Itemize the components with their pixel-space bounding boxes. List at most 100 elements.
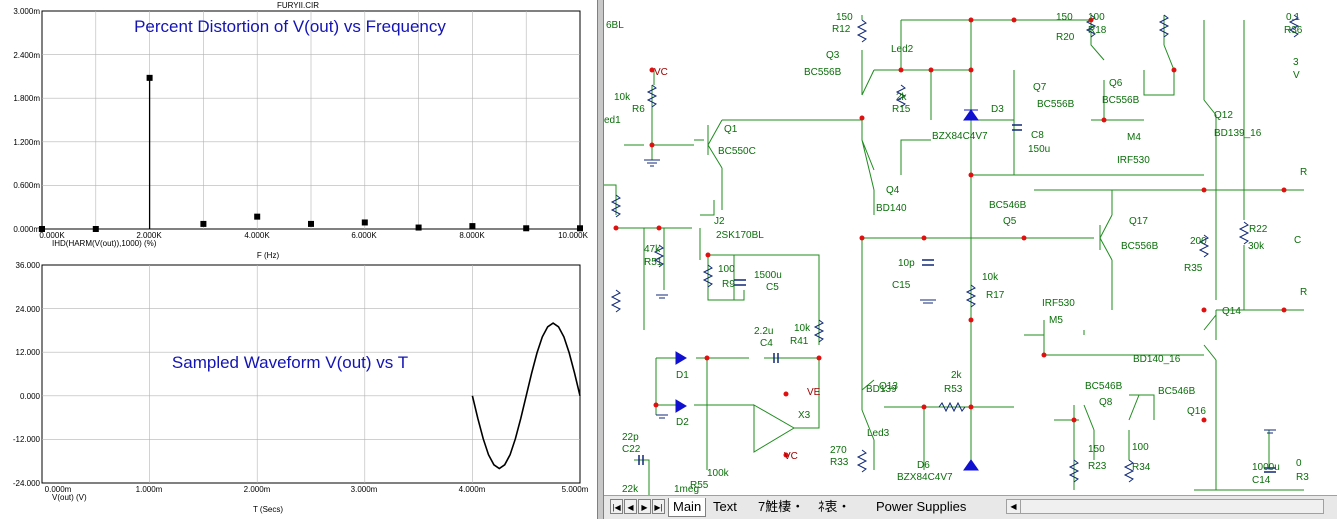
schematic-labels: 6BLVC10kR6ed1Q1BC550C150R12Q3BC556BLed22… bbox=[604, 12, 1309, 495]
tab-text[interactable]: Text bbox=[713, 499, 737, 514]
schematic-label: C22 bbox=[622, 444, 641, 455]
prev-tab-button[interactable]: ◀ bbox=[624, 499, 637, 514]
schematic-label: R35 bbox=[1184, 263, 1203, 274]
window-splitter[interactable] bbox=[597, 0, 604, 519]
top-y-tick-label: 3.000m bbox=[13, 7, 40, 16]
schematic-label: BC550C bbox=[718, 146, 756, 157]
schematic-label: C14 bbox=[1252, 475, 1271, 486]
schematic-label: VE bbox=[807, 387, 821, 398]
schematic-label: 3 bbox=[1293, 57, 1299, 68]
top-plot-data-marks bbox=[39, 74, 583, 232]
schematic-label: R9 bbox=[722, 279, 735, 290]
bottom-x-tick-label: 3.000m bbox=[351, 485, 378, 494]
harmonic-point bbox=[39, 226, 45, 232]
schematic-label: 30k bbox=[1248, 241, 1265, 252]
analysis-plot-window: FURYII.CIR Percent Distortion of V(out) … bbox=[0, 0, 597, 519]
schematic-label: VC bbox=[654, 67, 668, 78]
harmonic-point bbox=[200, 220, 207, 227]
horizontal-scrollbar[interactable]: ◀ bbox=[1006, 499, 1324, 514]
schematic-label: Q8 bbox=[1099, 397, 1113, 408]
bottom-plot-data-marks bbox=[471, 322, 581, 470]
bottom-plot-frame[interactable] bbox=[41, 264, 581, 484]
schematic-label: Q17 bbox=[1129, 216, 1148, 227]
top-plot-y-tick-labels: 3.000m 2.400m 1.800m 1.200m 0.600m 0.000… bbox=[13, 7, 40, 234]
schematic-label: BC556B bbox=[1037, 99, 1075, 110]
schematic-label: Led2 bbox=[891, 44, 914, 55]
schematic-label: C bbox=[1294, 235, 1301, 246]
schematic-label: BC546B bbox=[989, 200, 1027, 211]
schematic-label: R33 bbox=[830, 457, 849, 468]
schematic-label: BD140 bbox=[876, 203, 907, 214]
schematic-label: Q12 bbox=[1214, 110, 1233, 121]
tab-main[interactable]: Main bbox=[668, 498, 707, 517]
bottom-plot-title: Sampled Waveform V(out) vs T bbox=[172, 353, 408, 372]
schematic-canvas[interactable]: 6BLVC10kR6ed1Q1BC550C150R12Q3BC556BLed22… bbox=[604, 0, 1337, 495]
schematic-label: Q4 bbox=[886, 185, 900, 196]
schematic-label: C8 bbox=[1031, 130, 1044, 141]
last-tab-button[interactable]: ▶| bbox=[652, 499, 665, 514]
schematic-label: Q6 bbox=[1109, 78, 1123, 89]
schematic-label: BC556B bbox=[804, 67, 842, 78]
schematic-label: 100 bbox=[1088, 12, 1105, 23]
schematic-label: Q14 bbox=[1222, 306, 1241, 317]
bottom-trace-label[interactable]: V(out) (V) bbox=[52, 493, 87, 502]
schematic-label: R12 bbox=[832, 24, 851, 35]
schematic-label: Q13 bbox=[879, 381, 898, 392]
bottom-plot-y-tick-labels: 36.000 24.000 12.000 0.000 -12.000 -24.0… bbox=[13, 261, 41, 488]
schematic-label: 2.2u bbox=[754, 326, 773, 337]
bottom-y-tick-label: 0.000 bbox=[20, 392, 41, 401]
schematic-label: 100 bbox=[718, 264, 735, 275]
bottom-x-tick-label: 0.000m bbox=[45, 485, 72, 494]
next-tab-button[interactable]: ▶ bbox=[638, 499, 651, 514]
tab-power-supplies[interactable]: Power Supplies bbox=[876, 499, 967, 514]
schematic-label: BD140_16 bbox=[1133, 354, 1181, 365]
tab-models[interactable]: 7鮏棲・ bbox=[758, 499, 805, 514]
schematic-diodes bbox=[675, 109, 979, 471]
top-plot-x-tick-labels: 0.000K 2.000K 4.000K 6.000K 8.000K 10.00… bbox=[39, 231, 588, 240]
schematic-label: BZX84C4V7 bbox=[897, 472, 953, 483]
schematic-label: R17 bbox=[986, 290, 1005, 301]
schematic-label: 22p bbox=[622, 432, 639, 443]
scroll-left-icon[interactable]: ◀ bbox=[1007, 500, 1021, 513]
schematic-label: M4 bbox=[1127, 132, 1141, 143]
harmonic-point bbox=[469, 223, 476, 230]
bottom-x-tick-label: 2.000m bbox=[244, 485, 271, 494]
schematic-label: Q1 bbox=[724, 124, 738, 135]
tab-info[interactable]: ﾈ衷・ bbox=[818, 499, 851, 514]
schematic-label: R bbox=[1300, 167, 1307, 178]
schematic-label: 1500u bbox=[754, 270, 782, 281]
first-tab-button[interactable]: |◀ bbox=[610, 499, 623, 514]
schematic-label: R36 bbox=[1284, 25, 1303, 36]
schematic-label: BZX84C4V7 bbox=[932, 131, 988, 142]
top-y-tick-label: 2.400m bbox=[13, 51, 40, 60]
schematic-label: 150u bbox=[1028, 144, 1050, 155]
bottom-plot-x-tick-labels: 0.000m 1.000m 2.000m 3.000m 4.000m 5.000… bbox=[45, 485, 589, 494]
top-x-tick-label: 6.000K bbox=[351, 231, 377, 240]
schematic-label: 10k bbox=[794, 323, 811, 334]
top-y-tick-label: 1.200m bbox=[13, 138, 40, 147]
schematic-label: BC556B bbox=[1121, 241, 1159, 252]
schematic-label: BD139 bbox=[866, 384, 897, 395]
schematic-label: X3 bbox=[798, 410, 811, 421]
schematic-label: J2 bbox=[714, 216, 725, 227]
schematic-label: VC bbox=[784, 451, 798, 462]
top-x-tick-label: 8.000K bbox=[459, 231, 485, 240]
top-trace-label[interactable]: IHD(HARM(V(out)),1000) (%) bbox=[52, 239, 157, 248]
schematic-label: 0.1 bbox=[1286, 12, 1300, 23]
schematic-label: 1000u bbox=[1252, 462, 1280, 473]
harmonic-point bbox=[361, 219, 368, 226]
bottom-y-tick-label: -12.000 bbox=[13, 435, 41, 444]
top-plot-grid bbox=[42, 11, 580, 229]
schematic-label: R53 bbox=[944, 384, 963, 395]
bottom-y-tick-label: 24.000 bbox=[16, 305, 41, 314]
plot-canvas: FURYII.CIR Percent Distortion of V(out) … bbox=[13, 1, 589, 514]
harmonic-point bbox=[146, 74, 153, 81]
schematic-label: Led3 bbox=[867, 428, 890, 439]
schematic-label: 100k bbox=[707, 468, 730, 479]
waveform-line bbox=[471, 322, 581, 470]
schematic-label: 200 bbox=[1190, 236, 1207, 247]
bottom-x-tick-label: 5.000m bbox=[562, 485, 589, 494]
schematic-label: D1 bbox=[676, 370, 689, 381]
schematic-label: C15 bbox=[892, 280, 911, 291]
